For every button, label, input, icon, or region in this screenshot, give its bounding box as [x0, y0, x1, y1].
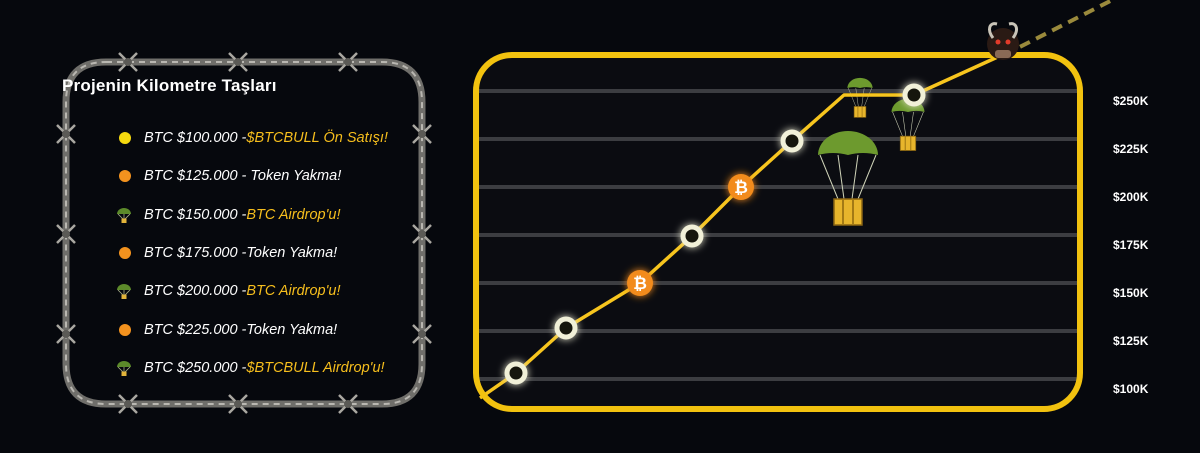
y-tick-label: $250K	[1113, 94, 1149, 108]
trend-extension-line	[1003, 0, 1117, 57]
milestone-event: $BTCBULL Ön Satışı!	[246, 130, 388, 147]
milestone-event: $BTCBULL Airdrop'u!	[246, 359, 385, 376]
barb-icon	[56, 124, 76, 144]
y-tick-label: $225K	[1113, 142, 1149, 156]
barb-icon	[118, 394, 138, 414]
svg-text:₿: ₿	[734, 178, 748, 198]
milestone-price: BTC $200.000 -	[144, 283, 247, 300]
data-point-marker	[504, 361, 528, 385]
milestone-item-7: BTC $250.000 - $BTCBULL Airdrop'u!	[115, 349, 388, 387]
milestone-item-4: BTC $175.000 - Token Yakma!	[115, 234, 388, 272]
parachute-icon	[117, 360, 131, 376]
barb-icon	[228, 52, 248, 72]
barbed-wire-frame	[56, 52, 432, 414]
y-tick-label: $175K	[1113, 238, 1149, 252]
orange-dot-icon	[119, 323, 131, 336]
barb-icon	[338, 52, 358, 72]
y-tick-label: $100K	[1113, 382, 1149, 396]
parachute-icon	[117, 207, 131, 223]
orange-dot-icon	[119, 170, 131, 183]
orange-dot-icon	[119, 247, 131, 260]
milestone-item-5: BTC $200.000 - BTC Airdrop'u!	[115, 272, 388, 310]
data-point-marker	[680, 224, 704, 248]
chart-plot-background	[476, 55, 1080, 409]
parachute-icon	[117, 284, 131, 300]
parachute-crate-icon	[818, 131, 878, 226]
chart-gridlines	[476, 89, 1080, 381]
milestone-event: Token Yakma!	[246, 245, 338, 262]
y-tick-label: $150K	[1113, 286, 1149, 300]
milestone-event: BTC Airdrop'u!	[246, 206, 341, 223]
milestone-event: Token Yakma!	[246, 168, 342, 185]
milestone-event: Token Yakma!	[246, 321, 338, 338]
y-axis-ticks: $250K $225K $200K $175K $150K $125K $100K	[1113, 94, 1149, 396]
parachute-crate-icon	[847, 77, 873, 118]
yellow-dot-icon	[119, 132, 131, 145]
milestones-panel	[48, 44, 440, 422]
milestone-price: BTC $150.000 -	[144, 206, 247, 223]
barb-icon	[56, 324, 76, 344]
parachute-drops	[818, 77, 925, 226]
milestone-item-2: BTC $125.000 - Token Yakma!	[115, 157, 388, 195]
barb-icon	[56, 224, 76, 244]
data-point-marker	[554, 316, 578, 340]
milestone-price: BTC $175.000 -	[144, 245, 247, 262]
barb-icon	[412, 224, 432, 244]
milestone-price: BTC $250.000 -	[144, 359, 247, 376]
milestone-item-6: BTC $225.000 - Token Yakma!	[115, 310, 388, 348]
data-point-marker	[780, 129, 804, 153]
milestones-title: Projenin Kilometre Taşları	[62, 76, 277, 95]
milestone-item-1: BTC $100.000 - $BTCBULL Ön Satışı!	[115, 119, 388, 157]
chart-frame	[473, 52, 1083, 412]
bull-mascot-icon	[987, 22, 1019, 60]
data-point-marker	[902, 83, 926, 107]
y-tick-label: $200K	[1113, 190, 1149, 204]
y-tick-label: $125K	[1113, 334, 1149, 348]
chart-series: ₿₿	[479, 53, 1003, 400]
barb-icon	[412, 324, 432, 344]
milestone-price: BTC $100.000 -	[144, 130, 247, 147]
barb-icon	[412, 124, 432, 144]
barb-icon	[228, 394, 248, 414]
bitcoin-marker-icon: ₿	[728, 174, 754, 200]
milestone-event: BTC Airdrop'u!	[246, 283, 341, 300]
milestone-price: BTC $125.000 -	[144, 168, 247, 185]
bitcoin-marker-icon: ₿	[627, 270, 653, 296]
milestone-price: BTC $225.000 -	[144, 321, 247, 338]
milestone-item-3: BTC $150.000 - BTC Airdrop'u!	[115, 196, 388, 234]
svg-text:₿: ₿	[633, 274, 647, 294]
barb-icon	[118, 52, 138, 72]
series-line	[479, 53, 1003, 400]
milestone-list: BTC $100.000 - $BTCBULL Ön Satışı! BTC $…	[115, 119, 388, 387]
barb-icon	[338, 394, 358, 414]
